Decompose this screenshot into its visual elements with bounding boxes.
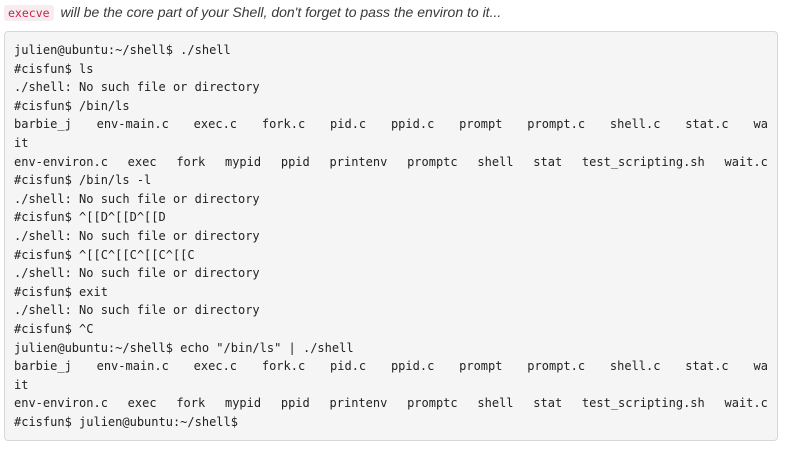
listing-entry: wa	[753, 359, 768, 374]
listing-entry: exec.c	[193, 117, 238, 132]
listing-entry: fork.c	[261, 117, 306, 132]
intro-description: will be the core part of your Shell, don…	[60, 4, 502, 20]
listing-entry: fork	[176, 154, 206, 169]
intro-text-row: execve will be the core part of your She…	[4, 3, 501, 21]
listing-entry: prompt.c	[527, 359, 586, 374]
listing-entry: shell	[477, 396, 514, 411]
listing-entry: mypid	[224, 154, 262, 169]
terminal-line: #cisfun$ julien@ubuntu:~/shell$	[14, 414, 238, 429]
terminal-line: it	[14, 135, 29, 150]
listing-entry: test_scripting.sh	[581, 396, 705, 411]
listing-entry: pid.c	[330, 359, 367, 374]
terminal-line: #cisfun$ ls	[14, 61, 94, 76]
terminal-line: #cisfun$ ^C	[14, 321, 94, 336]
listing-entry: shell.c	[609, 359, 661, 374]
terminal-listing-line: barbie_j env-main.c exec.c fork.c pid.c ppid.…	[14, 115, 768, 134]
terminal-listing-line: barbie_j env-main.c exec.c fork.c pid.c ppid.…	[14, 357, 768, 376]
listing-entry: exec	[127, 154, 157, 169]
listing-entry: exec	[127, 396, 157, 411]
listing-entry: stat.c	[685, 117, 729, 132]
terminal-line: #cisfun$ ^[[C^[[C^[[C^[[C	[14, 247, 195, 262]
listing-entry: promptc	[407, 396, 458, 411]
listing-entry: stat	[533, 154, 563, 169]
terminal-line: julien@ubuntu:~/shell$ echo "/bin/ls" | …	[14, 340, 354, 355]
listing-entry: wait.c	[724, 396, 768, 411]
listing-entry: env-environ.c	[14, 154, 108, 169]
listing-entry: stat	[533, 396, 563, 411]
terminal-listing-line: env-environ.c exec fork mypid ppid printenv pr…	[14, 153, 768, 172]
listing-entry: wait.c	[724, 154, 768, 169]
terminal-line: ./shell: No such file or directory	[14, 80, 260, 95]
terminal-line: ./shell: No such file or directory	[14, 303, 260, 318]
listing-entry: printenv	[329, 396, 388, 411]
listing-entry: ppid	[280, 154, 310, 169]
terminal-line: it	[14, 377, 29, 392]
listing-entry: shell	[477, 154, 514, 169]
terminal-code-block[interactable]: julien@ubuntu:~/shell$ ./shell #cisfun$ l…	[4, 31, 778, 441]
listing-entry: prompt.c	[527, 117, 586, 132]
terminal-line: #cisfun$ /bin/ls	[14, 98, 130, 113]
listing-entry: ppid	[280, 396, 310, 411]
terminal-line: ./shell: No such file or directory	[14, 191, 260, 206]
listing-entry: ppid.c	[390, 117, 435, 132]
terminal-line: julien@ubuntu:~/shell$ ./shell	[14, 43, 231, 57]
listing-entry: wa	[753, 117, 768, 132]
listing-entry: env-main.c	[96, 359, 169, 374]
listing-entry: prompt	[459, 359, 503, 374]
listing-entry: exec.c	[193, 359, 238, 374]
listing-entry: pid.c	[330, 117, 367, 132]
listing-entry: printenv	[329, 154, 388, 169]
listing-entry: barbie_j	[14, 117, 72, 132]
listing-entry: promptc	[407, 154, 458, 169]
listing-entry: stat.c	[685, 359, 729, 374]
terminal-listing-line: env-environ.c exec fork mypid ppid printenv pr…	[14, 394, 768, 413]
listing-entry: env-main.c	[96, 117, 169, 132]
terminal-line: ./shell: No such file or directory	[14, 266, 260, 281]
terminal-line: #cisfun$ ^[[D^[[D^[[D	[14, 210, 166, 225]
listing-entry: ppid.c	[390, 359, 435, 374]
listing-entry: barbie_j	[14, 359, 72, 374]
terminal-line: ./shell: No such file or directory	[14, 228, 260, 243]
listing-entry: mypid	[224, 396, 262, 411]
listing-entry: fork.c	[261, 359, 306, 374]
listing-entry: env-environ.c	[14, 396, 108, 411]
inline-code-execve: execve	[4, 5, 54, 21]
listing-entry: prompt	[459, 117, 503, 132]
listing-entry: shell.c	[609, 117, 661, 132]
terminal-line: #cisfun$ /bin/ls -l	[14, 173, 152, 188]
listing-entry: fork	[176, 396, 206, 411]
listing-entry: test_scripting.sh	[581, 154, 705, 169]
terminal-line: #cisfun$ exit	[14, 284, 108, 299]
